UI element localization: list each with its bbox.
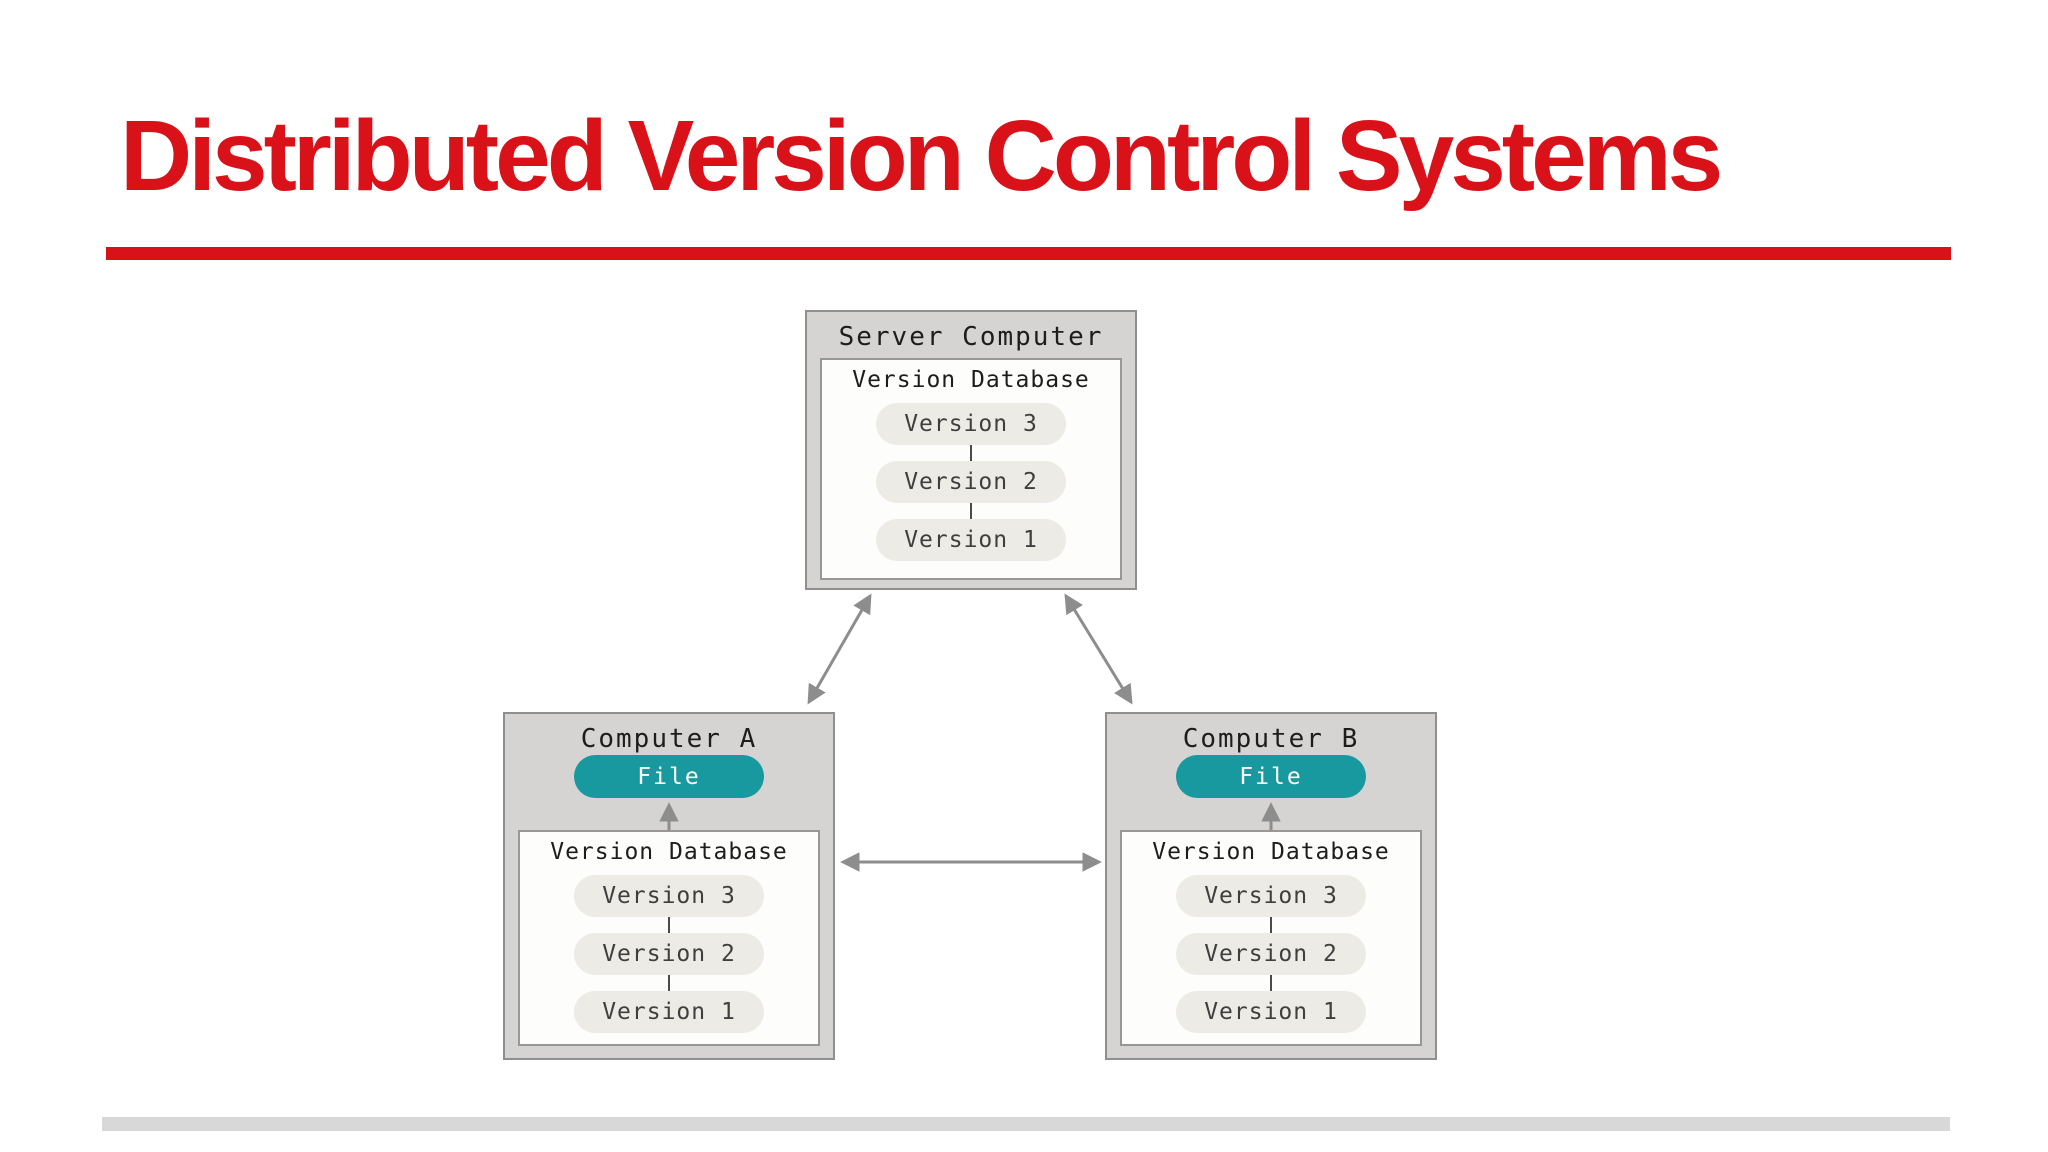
computer-b-version-database-box: Version Database Version 3 Version 2 Ver… (1120, 830, 1422, 1046)
pill-connector (1270, 917, 1272, 934)
server-computer-box: Server Computer Version Database Version… (805, 310, 1137, 590)
version-pill: Version 1 (876, 519, 1066, 562)
version-pill: Version 1 (574, 991, 764, 1034)
bottom-rule (102, 1117, 1950, 1131)
pill-connector (668, 917, 670, 934)
server-version-database-title: Version Database (852, 367, 1090, 393)
computer-a-version-database-title: Version Database (550, 839, 788, 865)
sync-arrow-server-computer-a (807, 593, 872, 705)
server-version-database-box: Version Database Version 3 Version 2 Ver… (820, 358, 1122, 580)
version-pill: Version 2 (574, 933, 764, 976)
computer-b-box: Computer B File Version Database Version… (1105, 712, 1437, 1060)
computer-b-title: Computer B (1182, 724, 1360, 754)
version-pill: Version 3 (876, 403, 1066, 446)
version-pill: Version 2 (876, 461, 1066, 504)
title-underline (106, 247, 1951, 260)
pill-connector (970, 445, 972, 462)
sync-arrow-server-computer-b (1064, 593, 1133, 705)
computer-a-title: Computer A (580, 724, 758, 754)
version-pill: Version 2 (1176, 933, 1366, 976)
pill-connector (1270, 975, 1272, 992)
computer-a-file-pill: File (574, 755, 764, 798)
version-pill: Version 3 (574, 875, 764, 918)
version-pill: Version 3 (1176, 875, 1366, 918)
computer-b-version-database-title: Version Database (1152, 839, 1390, 865)
pill-connector (668, 975, 670, 992)
computer-a-version-database-box: Version Database Version 3 Version 2 Ver… (518, 830, 820, 1046)
slide-title: Distributed Version Control Systems (120, 100, 1723, 212)
version-pill: Version 1 (1176, 991, 1366, 1034)
server-computer-title: Server Computer (838, 322, 1104, 352)
pill-connector (970, 503, 972, 520)
computer-a-box: Computer A File Version Database Version… (503, 712, 835, 1060)
computer-b-file-pill: File (1176, 755, 1366, 798)
